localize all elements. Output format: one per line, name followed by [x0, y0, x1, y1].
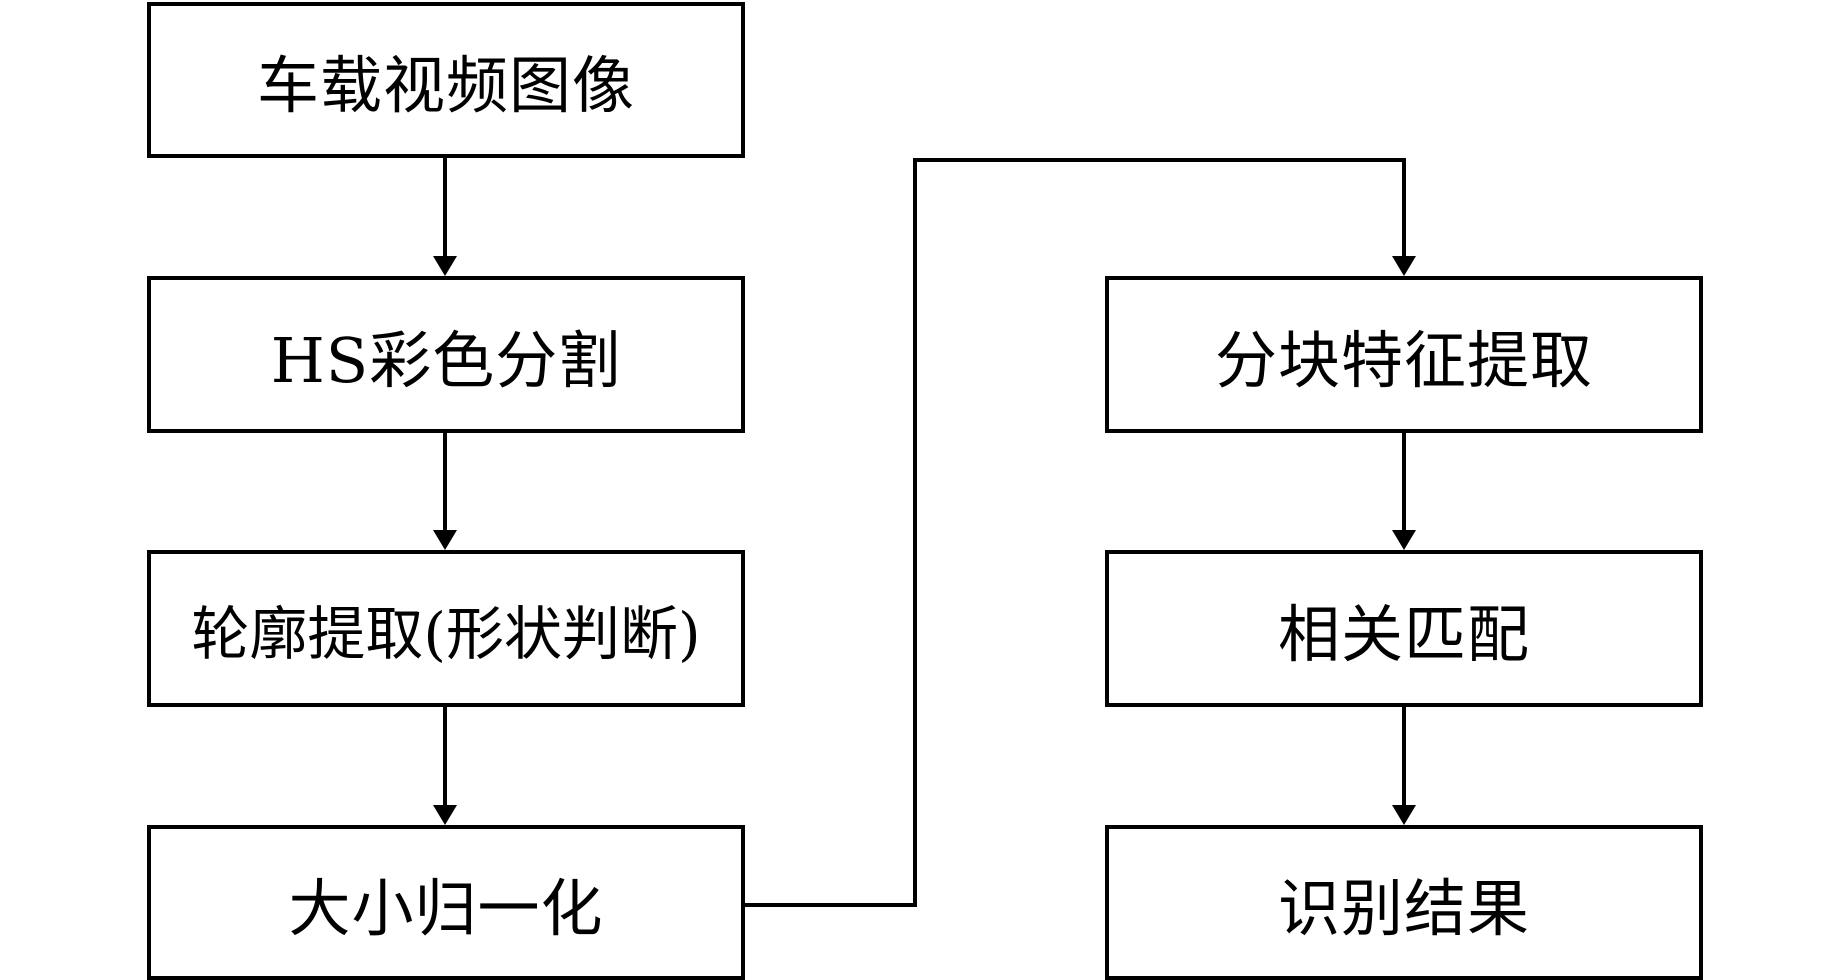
arrow-hs-to-contour	[433, 433, 457, 550]
node-recognition-result: 识别结果	[1105, 825, 1703, 980]
arrow-size-to-block-features	[745, 158, 1416, 907]
node-label: 相关匹配	[1277, 597, 1530, 671]
arrow-matching-to-result	[1392, 707, 1416, 825]
node-hs-color-segmentation: HS彩色分割	[147, 276, 745, 433]
node-label: 轮廓提取(形状判断)	[191, 599, 701, 668]
node-vehicle-video-image: 车载视频图像	[147, 2, 745, 158]
node-label: 分块特征提取	[1214, 323, 1593, 397]
node-correlation-matching: 相关匹配	[1105, 550, 1703, 707]
node-label: 识别结果	[1277, 871, 1530, 945]
arrow-video-to-hs	[433, 158, 457, 276]
arrow-block-to-matching	[1392, 433, 1416, 550]
node-label: 车载视频图像	[256, 49, 635, 122]
node-contour-extraction: 轮廓提取(形状判断)	[147, 550, 745, 707]
node-label: HS彩色分割	[270, 323, 622, 397]
node-label: 大小归一化	[288, 871, 604, 945]
arrow-contour-to-size	[433, 707, 457, 825]
node-block-feature-extraction: 分块特征提取	[1105, 276, 1703, 433]
node-size-normalization: 大小归一化	[147, 825, 745, 980]
